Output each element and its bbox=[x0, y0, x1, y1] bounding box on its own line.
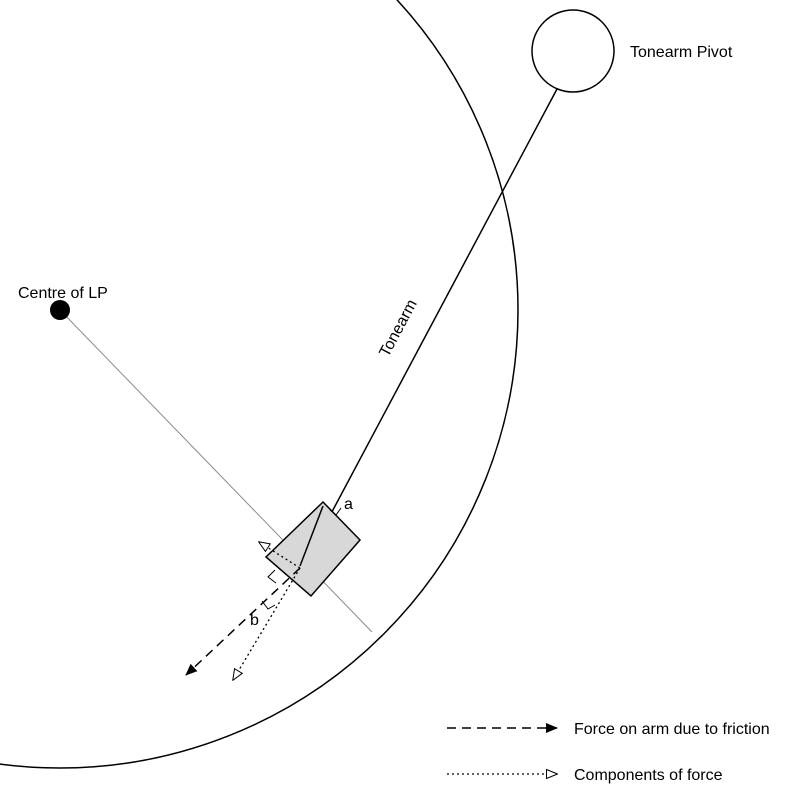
lp-centre-dot bbox=[50, 300, 70, 320]
force-component-along-arm-arrow bbox=[233, 567, 301, 680]
legend: Force on arm due to friction Components … bbox=[447, 721, 770, 784]
legend-friction-label: Force on arm due to friction bbox=[574, 721, 770, 738]
right-angle-marker bbox=[267, 569, 277, 584]
friction-force-arrow bbox=[185, 567, 301, 676]
angle-b-marker bbox=[261, 600, 276, 610]
force-component-tangential-arrow bbox=[259, 542, 301, 569]
tonearm-pivot-label: Tonearm Pivot bbox=[630, 44, 733, 61]
tonearm-line bbox=[300, 88, 558, 571]
angle-a-label: a bbox=[344, 496, 353, 513]
lp-centre-label: Centre of LP bbox=[18, 285, 108, 302]
lp-radius-line bbox=[59, 309, 373, 633]
cartridge-headshell bbox=[264, 500, 362, 598]
cartridge-stylus-line bbox=[299, 505, 324, 567]
angle-a-marker bbox=[329, 507, 342, 516]
lp-edge-arc bbox=[0, 0, 519, 769]
legend-components-label: Components of force bbox=[574, 767, 723, 784]
angle-b-label: b bbox=[250, 612, 259, 629]
tonearm-pivot bbox=[531, 9, 615, 93]
tonearm-label: Tonearm bbox=[377, 297, 421, 360]
